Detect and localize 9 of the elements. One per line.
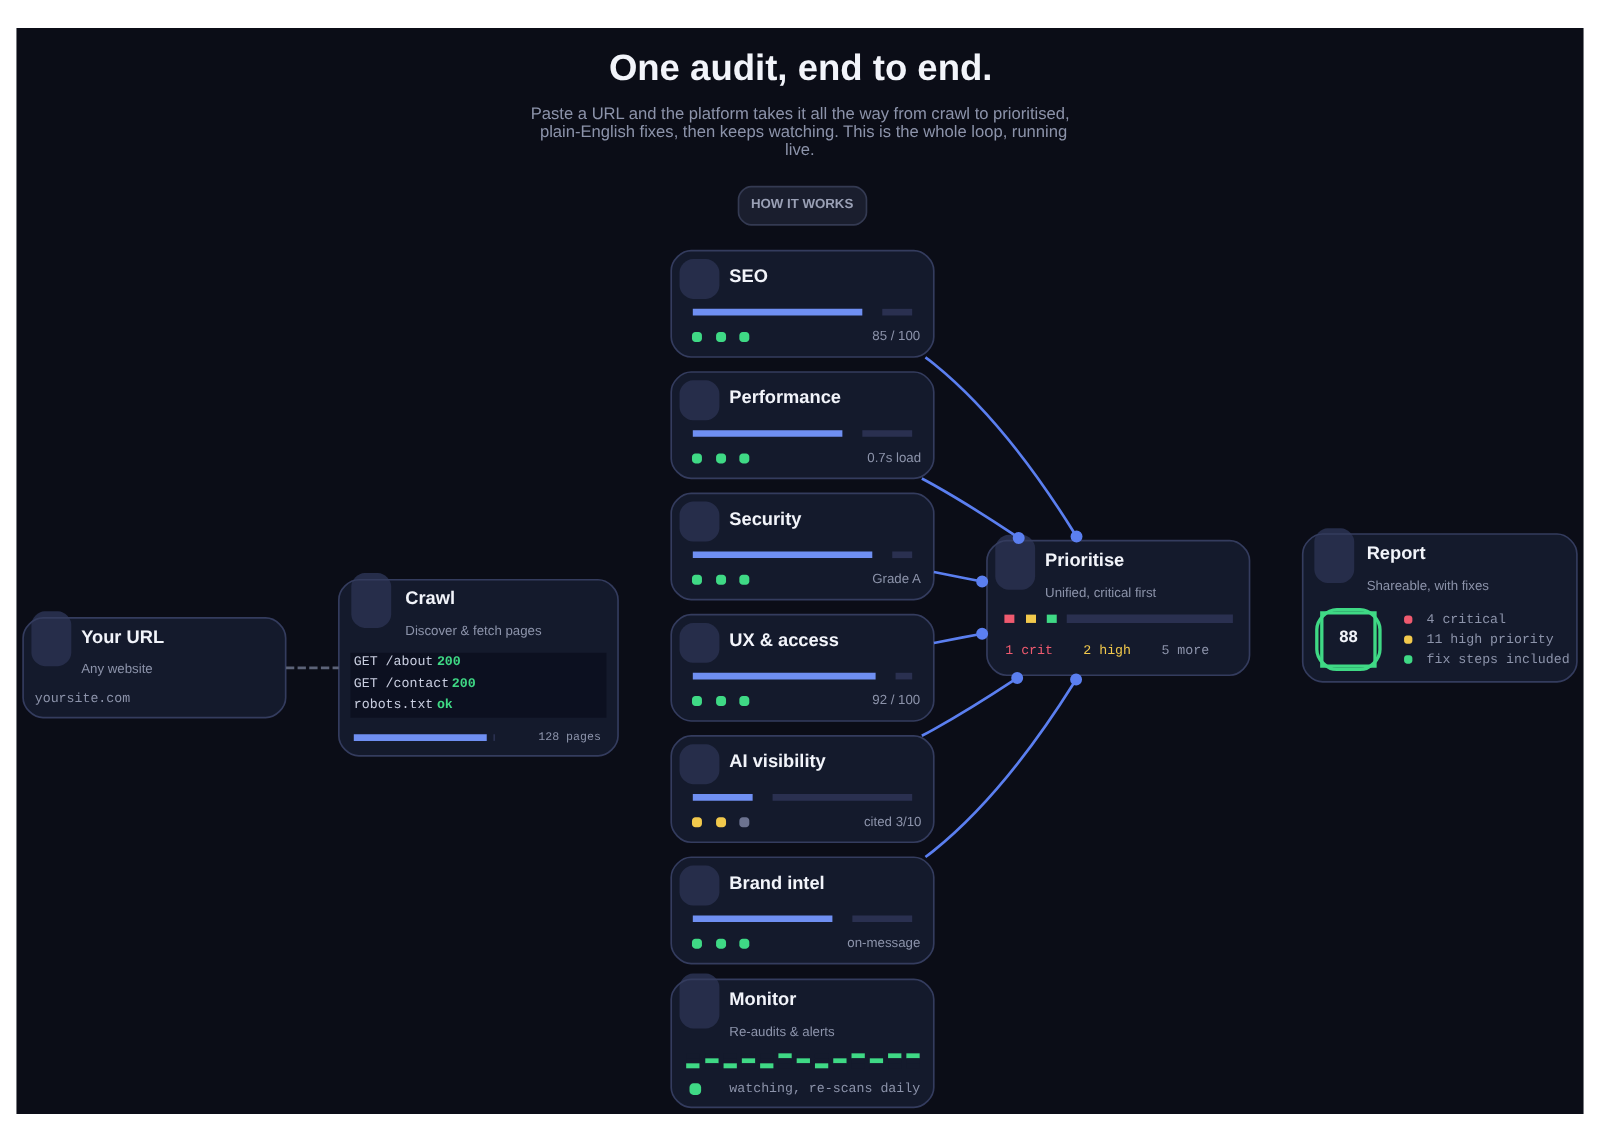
connector [924, 673, 1083, 859]
connector [921, 671, 1024, 737]
diagram-title: One audit, end to end. [608, 45, 993, 88]
connector [286, 666, 339, 670]
caption: Paste a URL and the platform takes it all the way from crawl to prioritised, plain-English fixes, then keeps watching. This is the whole loop, running live. [530, 102, 1070, 160]
connector [921, 477, 1025, 544]
connector [933, 627, 989, 645]
connector [933, 570, 989, 588]
connector [924, 356, 1083, 543]
